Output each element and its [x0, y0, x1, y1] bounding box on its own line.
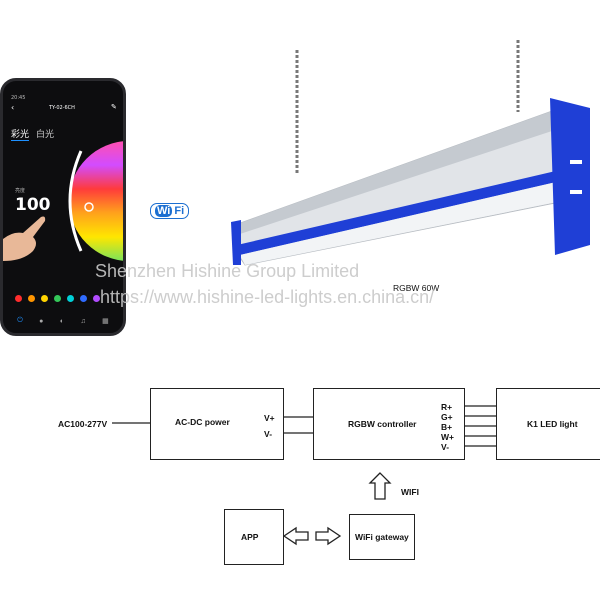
- color-picker-handle: [84, 202, 94, 212]
- back-icon[interactable]: ‹: [11, 103, 15, 112]
- color-swatch[interactable]: [15, 295, 22, 302]
- controller-pin-b: B+: [441, 422, 453, 432]
- right-arrow: [315, 526, 342, 546]
- wifi-gateway-box: WiFi gateway: [349, 514, 415, 560]
- color-swatch[interactable]: [67, 295, 74, 302]
- watermark-company: Shenzhen Hishine Group Limited: [95, 261, 360, 281]
- color-swatch[interactable]: [93, 295, 100, 302]
- acdc-pin-vminus: V-: [264, 429, 273, 439]
- wifi-logo-fi: Fi: [174, 205, 185, 217]
- hand-image: [3, 216, 46, 261]
- end-cap-left: [231, 220, 241, 265]
- rgbw-controller-box: RGBW controller R+ G+ B+ W+ V-: [313, 388, 465, 460]
- up-arrow: [368, 472, 392, 500]
- acdc-power-box: AC-DC power V+ V-: [150, 388, 284, 460]
- bulb-icon[interactable]: ●: [39, 317, 44, 325]
- music-icon[interactable]: ♫: [80, 317, 86, 325]
- palette-icon[interactable]: ◐: [59, 317, 65, 325]
- device-name: TY-02-6CH: [49, 105, 75, 111]
- smartphone: 20:45 ‹ TY-02-6CH ✎ 彩光 白光 亮度 100 ⏻ ● ◐: [0, 78, 126, 336]
- led-light-label: K1 LED light: [527, 419, 578, 429]
- app-label: APP: [241, 532, 259, 542]
- edit-icon[interactable]: ✎: [111, 103, 117, 111]
- app-box: APP: [224, 509, 284, 565]
- product-label: RGBW 60W: [393, 283, 440, 293]
- controller-pin-w: W+: [441, 432, 454, 442]
- input-voltage-label: AC100-277V: [58, 419, 108, 429]
- led-light-box: K1 LED light: [496, 388, 600, 460]
- grid-icon[interactable]: ▦: [102, 318, 109, 325]
- controller-pin-g: G+: [441, 412, 453, 422]
- color-swatch[interactable]: [28, 295, 35, 302]
- rgbw-controller-label: RGBW controller: [348, 419, 417, 429]
- brightness-arc: [68, 150, 83, 252]
- color-swatch[interactable]: [54, 295, 61, 302]
- watermark-url: https://www.hishine-led-lights.en.china.…: [100, 287, 435, 307]
- acdc-power-label: AC-DC power: [175, 417, 230, 427]
- tab-white-light[interactable]: 白光: [36, 130, 55, 140]
- color-swatches: [15, 295, 100, 302]
- acdc-pin-vplus: V+: [264, 413, 275, 423]
- blue-stripe: [237, 170, 565, 255]
- end-cap-right: [550, 98, 590, 255]
- brightness-label: 亮度: [15, 188, 26, 194]
- tab-color-light[interactable]: 彩光: [11, 127, 30, 141]
- color-swatch[interactable]: [41, 295, 48, 302]
- wifi-gateway-label: WiFi gateway: [355, 532, 409, 542]
- wifi-label: WIFI: [401, 487, 419, 497]
- brightness-value: 100: [15, 195, 51, 215]
- color-swatch[interactable]: [80, 295, 87, 302]
- wifi-logo-wi: Wi: [155, 205, 173, 217]
- linear-light-fixture: [231, 40, 590, 266]
- left-arrow: [282, 526, 309, 546]
- status-time: 20:45: [11, 95, 26, 101]
- color-wheel[interactable]: [59, 131, 126, 271]
- controller-pin-vminus: V-: [441, 442, 450, 452]
- power-icon[interactable]: ⏻: [17, 317, 23, 324]
- controller-pin-r: R+: [441, 402, 453, 412]
